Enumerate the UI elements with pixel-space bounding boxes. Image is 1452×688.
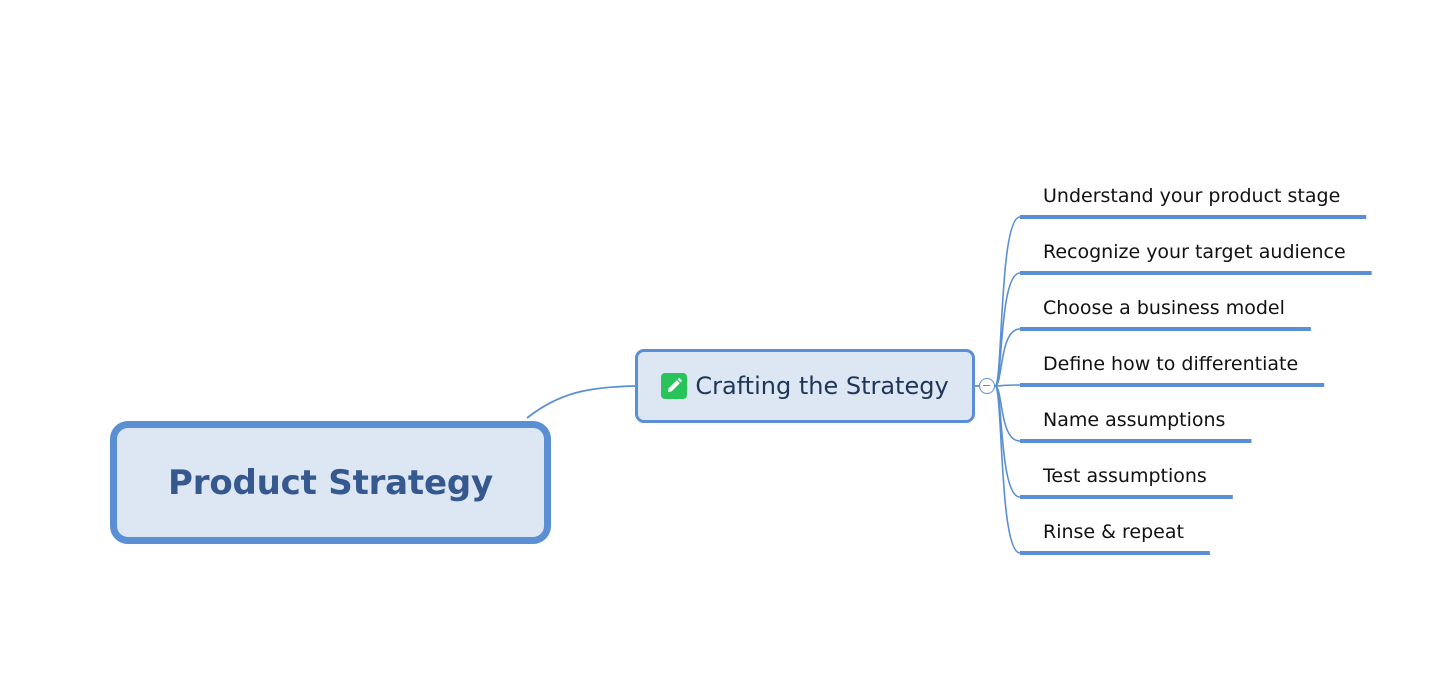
subtopic-connector bbox=[994, 216, 1021, 387]
subtopic-connector bbox=[994, 328, 1021, 387]
central-topic[interactable]: Product Strategy bbox=[110, 421, 551, 544]
main-topic-crafting-strategy[interactable]: Crafting the Strategy bbox=[635, 349, 975, 423]
subtopic-item[interactable]: Recognize your target audience bbox=[1043, 241, 1346, 263]
subtopic-item[interactable]: Choose a business model bbox=[1043, 297, 1285, 319]
subtopic-item[interactable]: Understand your product stage bbox=[1043, 185, 1341, 207]
subtopic-item[interactable]: Rinse & repeat bbox=[1043, 521, 1184, 543]
subtopic-item[interactable]: Test assumptions bbox=[1043, 465, 1207, 487]
subtopic-branches bbox=[994, 215, 1372, 555]
subtopic-connector bbox=[994, 384, 1021, 387]
pencil-edit-icon bbox=[661, 373, 688, 399]
subtopic-connector bbox=[994, 385, 1021, 554]
central-topic-label: Product Strategy bbox=[168, 462, 493, 503]
subtopic-item[interactable]: Name assumptions bbox=[1043, 409, 1226, 431]
main-topic-label: Crafting the Strategy bbox=[695, 372, 949, 400]
root-connector bbox=[526, 385, 636, 419]
subtopic-item[interactable]: Define how to differentiate bbox=[1043, 353, 1299, 375]
collapse-toggle-icon[interactable] bbox=[979, 378, 995, 394]
